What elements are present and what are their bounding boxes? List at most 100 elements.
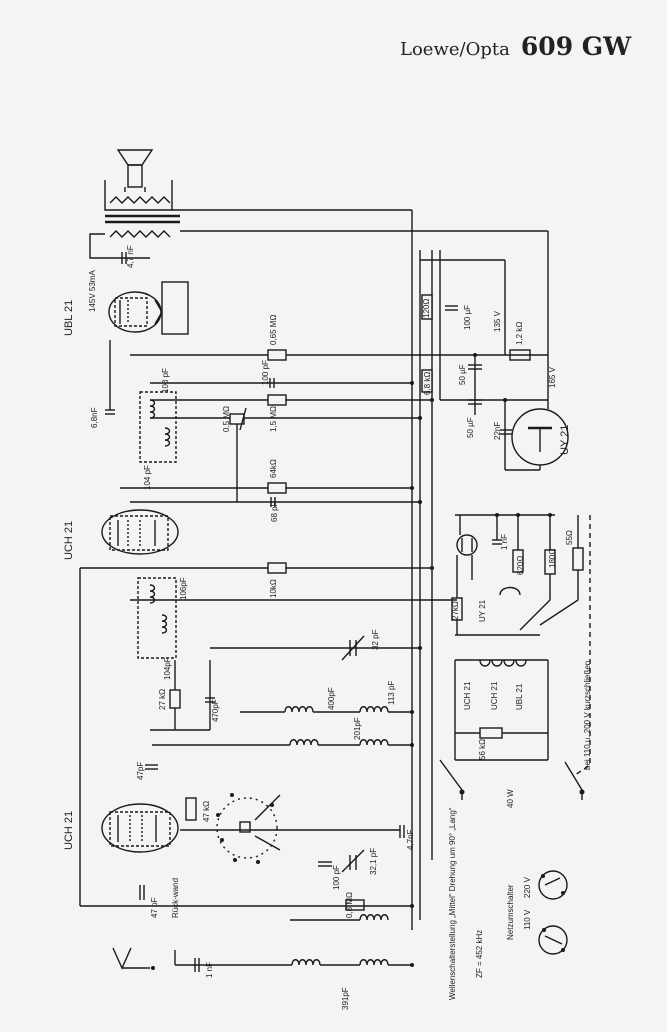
label-ubl21: UBL 21 bbox=[63, 300, 75, 336]
brand-name: Loewe/Opta bbox=[400, 39, 510, 60]
label-heater-uch-a: UCH 21 bbox=[463, 681, 472, 710]
label-c-22nf: 22nF bbox=[493, 422, 502, 440]
variable-capacitor-321: 32,1 pF bbox=[341, 848, 378, 875]
label-c-321: 32,1 pF bbox=[369, 848, 378, 875]
label-r-10k: 10kΩ bbox=[269, 579, 278, 598]
label-pot-05: 0,5 MΩ bbox=[222, 406, 231, 432]
junction-dots bbox=[410, 353, 552, 967]
resistor-27k-b: 27kΩ bbox=[451, 597, 463, 621]
resistor-27k-a: 27 kΩ bbox=[158, 689, 181, 710]
label-c-106: 106pF bbox=[179, 577, 188, 600]
label-zf: ZF = 452 kHz bbox=[475, 930, 484, 978]
label-c-50uf-b: 50 µF bbox=[466, 417, 475, 438]
label-c-47pf-a: 47pF bbox=[136, 762, 145, 780]
antenna-coils: 391pF bbox=[210, 914, 412, 1010]
label-c-47pf-b: 47 pF bbox=[150, 897, 159, 918]
wave-switch[interactable] bbox=[216, 793, 281, 864]
label-r-27k-b: 27kΩ bbox=[451, 601, 460, 620]
label-c-104-a: 104 pF bbox=[143, 465, 152, 490]
label-r-12k: 1,2 kΩ bbox=[515, 322, 524, 345]
label-c-68nf: 6,8nF bbox=[90, 407, 99, 428]
antenna-icon bbox=[112, 947, 155, 970]
resistor-08: 0,8 MΩ bbox=[345, 892, 365, 918]
label-r-27k-a: 27 kΩ bbox=[158, 689, 167, 710]
label-c-47nf-top: 4,7 nF bbox=[126, 245, 135, 268]
label-c-108: 108 pF bbox=[161, 368, 170, 393]
resistor-68k: 6,8 kΩ bbox=[421, 369, 433, 395]
resistor-56k: 56 kΩ bbox=[478, 727, 503, 760]
oscillator-coils: 400pF 113 pF 201pF bbox=[240, 681, 412, 746]
resistor-120: 120Ω bbox=[421, 294, 433, 320]
label-v165: 165 V bbox=[548, 366, 557, 388]
label-r-68k: 6,8 kΩ bbox=[423, 372, 432, 395]
resistor-10k: 10kΩ bbox=[267, 562, 287, 598]
voltage-selector-110[interactable] bbox=[538, 925, 568, 955]
label-c-391: 391pF bbox=[341, 987, 350, 1010]
potentiometer-05: 0,5 MΩ bbox=[222, 406, 247, 502]
capacitor-50uf-a: 50 µF bbox=[458, 364, 482, 385]
label-r-620: 620Ω bbox=[516, 556, 525, 575]
resistor-180: 180Ω bbox=[544, 549, 557, 575]
label-heater-uch-b: UCH 21 bbox=[490, 681, 499, 710]
capacitor-47nf-top: 4,7 nF bbox=[121, 245, 135, 268]
resistor-15: 1,5 MΩ bbox=[267, 394, 287, 432]
label-110v: 110 V bbox=[523, 909, 532, 930]
model-number: 609 GW bbox=[520, 32, 632, 61]
resistor-620: 620Ω bbox=[512, 549, 525, 575]
label-r-065: 0,65 MΩ bbox=[269, 315, 278, 345]
label-uy21: UY 21 bbox=[559, 425, 571, 455]
page-title: Loewe/Opta 609 GW bbox=[400, 32, 631, 61]
tube-uy21: UY 21 bbox=[511, 408, 571, 466]
pilot-lamp bbox=[456, 534, 478, 556]
capacitor-100uf: 100 µF bbox=[445, 305, 472, 330]
output-transformer bbox=[89, 180, 548, 259]
label-v135: 135 V bbox=[493, 310, 502, 332]
label-uy21-heater: UY 21 bbox=[478, 599, 487, 622]
label-r-64k: 64kΩ bbox=[269, 459, 278, 478]
label-c-100uf: 100 µF bbox=[463, 305, 472, 330]
capacitor-470: 470pF bbox=[205, 697, 220, 722]
label-c-104-b: 104pF bbox=[163, 657, 172, 680]
voltage-selector-220[interactable] bbox=[538, 870, 568, 900]
label-r-15: 1,5 MΩ bbox=[269, 406, 278, 432]
resistor-065: 0,65 MΩ bbox=[267, 315, 287, 361]
mains-switch[interactable]: 40 W bbox=[439, 759, 585, 808]
tube-ubl21: UBL 21 145V 53mA bbox=[63, 270, 163, 336]
label-uch21-a: UCH 21 bbox=[63, 521, 75, 560]
capacitor-47pf-a: 47pF bbox=[136, 762, 158, 780]
label-netzumschalter: Netzumschalter bbox=[506, 884, 515, 940]
label-220v: 220 V bbox=[523, 876, 532, 898]
speaker-icon bbox=[116, 149, 154, 192]
label-c-1nf: 1 nF bbox=[205, 962, 214, 978]
capacitor-22nf: 22nF bbox=[493, 422, 512, 440]
variable-capacitor-32: 32 pF bbox=[210, 629, 420, 661]
label-r-55: 55Ω bbox=[565, 530, 574, 545]
label-r-120: 120Ω bbox=[422, 299, 431, 318]
label-ubl21-rating: 145V 53mA bbox=[88, 270, 97, 312]
label-w40: 40 W bbox=[506, 789, 515, 808]
label-r-56k: 56 kΩ bbox=[478, 739, 487, 760]
label-c-50uf-a: 50 µF bbox=[458, 364, 467, 385]
label-c-470: 470pF bbox=[211, 699, 220, 722]
resistor-47k-b: 47 kΩ bbox=[185, 797, 211, 822]
capacitor-100pf-b: 100 pF bbox=[318, 861, 341, 890]
tube-uch21-b: UCH 21 bbox=[63, 803, 179, 853]
resistor-64k: 64kΩ bbox=[267, 459, 287, 494]
label-c-100pf-a: 100 pF bbox=[261, 360, 270, 385]
label-r-08: 0,8 MΩ bbox=[345, 892, 354, 918]
capacitor-1nf-b: 1 nF bbox=[492, 534, 509, 550]
tube-uch21-a: UCH 21 bbox=[63, 509, 179, 560]
label-short-circuit: bei 110 u. 200 V kurzschließen bbox=[583, 661, 592, 770]
uy21-heater-symbol: UY 21 bbox=[478, 586, 521, 622]
label-switch-note: Wellenschalterstellung „Mittel“ Drehung … bbox=[448, 807, 457, 1000]
heater-chain: UCH 21 UCH 21 UBL 21 bbox=[454, 659, 549, 760]
label-c-68: 68 pF bbox=[270, 501, 279, 522]
if-transformer-2: 106pF 104pF bbox=[137, 577, 188, 680]
resistor-55: 55Ω bbox=[565, 530, 584, 571]
resistor-12k: 1,2 kΩ bbox=[509, 322, 531, 361]
label-c-400: 400pF bbox=[327, 687, 336, 710]
capacitor-47pf-b: 47 pF bbox=[139, 885, 159, 918]
label-c-201: 201pF bbox=[353, 717, 362, 740]
